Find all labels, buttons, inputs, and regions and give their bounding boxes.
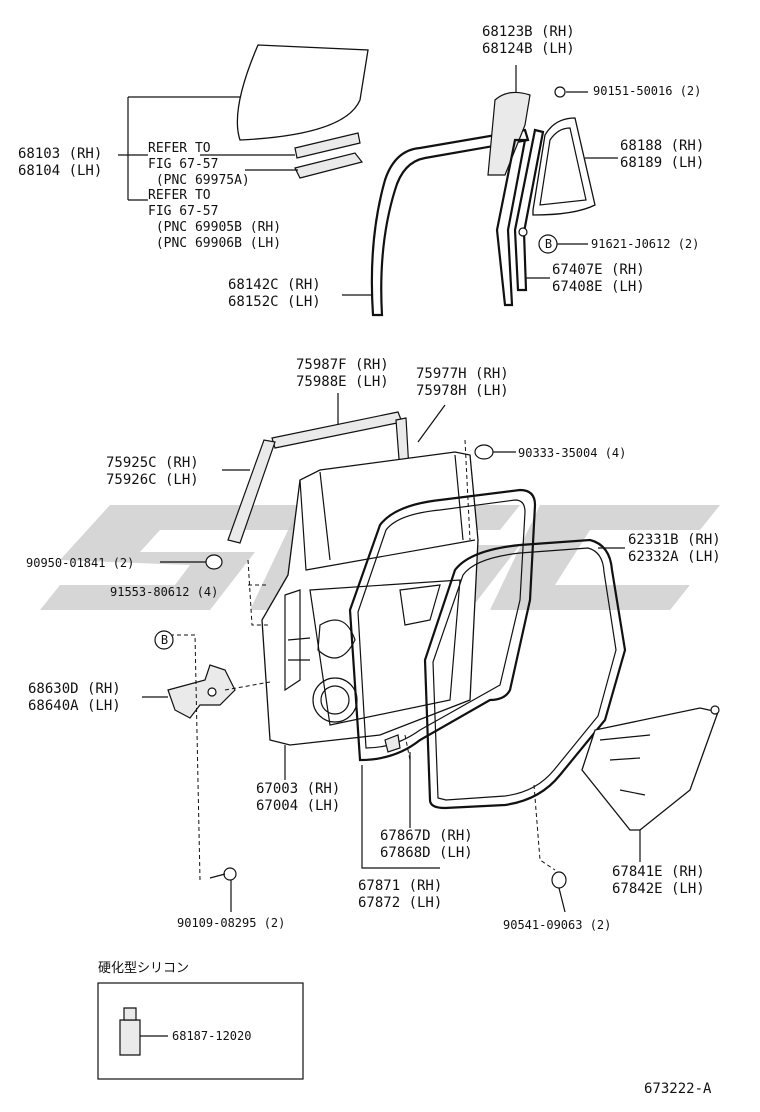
- plug-icon: [474, 444, 494, 460]
- main-seal: [423, 538, 627, 810]
- glass-channel-1: [294, 132, 361, 159]
- marker-b-icon: [538, 234, 558, 254]
- belt-moulding-front: [227, 439, 276, 544]
- label-quarter-glass: 68188 (RH) 68189 (LH): [620, 138, 705, 171]
- plug-icon: [205, 554, 223, 570]
- label-hinge: 68630D (RH) 68640A (LH): [28, 681, 121, 714]
- silicone-box: [97, 982, 304, 1080]
- label-weatherstrip: 62331B (RH) 62332A (LH): [628, 532, 721, 565]
- door-clip: [384, 734, 401, 753]
- label-service-hole-cover: 67841E (RH) 67842E (LH): [612, 864, 705, 897]
- label-bolt-left: 91553-80612 (4): [110, 585, 219, 599]
- label-screw-top: 90151-50016 (2): [593, 84, 702, 98]
- marker-b-icon: [154, 630, 174, 650]
- label-glass-rear: 68103 (RH) 68104 (LH): [18, 146, 103, 179]
- label-plug-left: 90950-01841 (2): [26, 556, 135, 570]
- label-silicone-part: 68187-12020: [172, 1029, 252, 1043]
- glass-channel-2: [294, 152, 364, 179]
- run-channel-upper: [487, 91, 531, 176]
- clip-icon: [518, 227, 528, 237]
- run-channel: [370, 128, 530, 317]
- label-bolt-bottom: 90109-08295 (2): [177, 916, 286, 930]
- label-clip-b-top: 91621-J0612 (2): [591, 237, 700, 251]
- label-division-bar: 67407E (RH) 67408E (LH): [552, 262, 645, 295]
- marker-b-top: B: [544, 237, 553, 251]
- division-bar: [495, 138, 527, 307]
- marker-b-left: B: [160, 633, 169, 647]
- label-plug-top: 90333-35004 (4): [518, 446, 627, 460]
- service-hole-cover: [581, 707, 719, 831]
- label-door-panel: 67003 (RH) 67004 (LH): [256, 781, 341, 814]
- door-hinge: [167, 664, 236, 719]
- label-clip-center: 67867D (RH) 67868D (LH): [380, 828, 473, 861]
- plug-icon: [551, 871, 567, 889]
- door-glass: [236, 44, 369, 141]
- quarter-window: [532, 117, 596, 216]
- label-weatherstrip-inner: 67871 (RH) 67872 (LH): [358, 878, 443, 911]
- screw-icon: [554, 86, 566, 98]
- silicone-tube-icon: [119, 1019, 141, 1056]
- label-run-channel: 68142C (RH) 68152C (LH): [228, 277, 321, 310]
- door-weatherstrip: [348, 488, 537, 762]
- label-refer-1: REFER TO FIG 67-57 (PNC 69975A): [148, 141, 250, 188]
- figure-id: 673222-A: [644, 1081, 712, 1097]
- bolt-icon: [223, 867, 237, 881]
- label-moulding-front: 75925C (RH) 75926C (LH): [106, 455, 199, 488]
- label-silicone-title: 硬化型シリコン: [98, 961, 190, 976]
- label-moulding-rear: 75977H (RH) 75978H (LH): [416, 366, 509, 399]
- label-run-channel-upper: 68123B (RH) 68124B (LH): [482, 24, 575, 57]
- label-moulding-upper: 75987F (RH) 75988E (LH): [296, 357, 389, 390]
- label-plug-bottom: 90541-09063 (2): [503, 918, 612, 932]
- label-refer-2: REFER TO FIG 67-57 (PNC 69905B (RH) (PNC…: [148, 188, 282, 251]
- belt-moulding-upper: [271, 411, 403, 449]
